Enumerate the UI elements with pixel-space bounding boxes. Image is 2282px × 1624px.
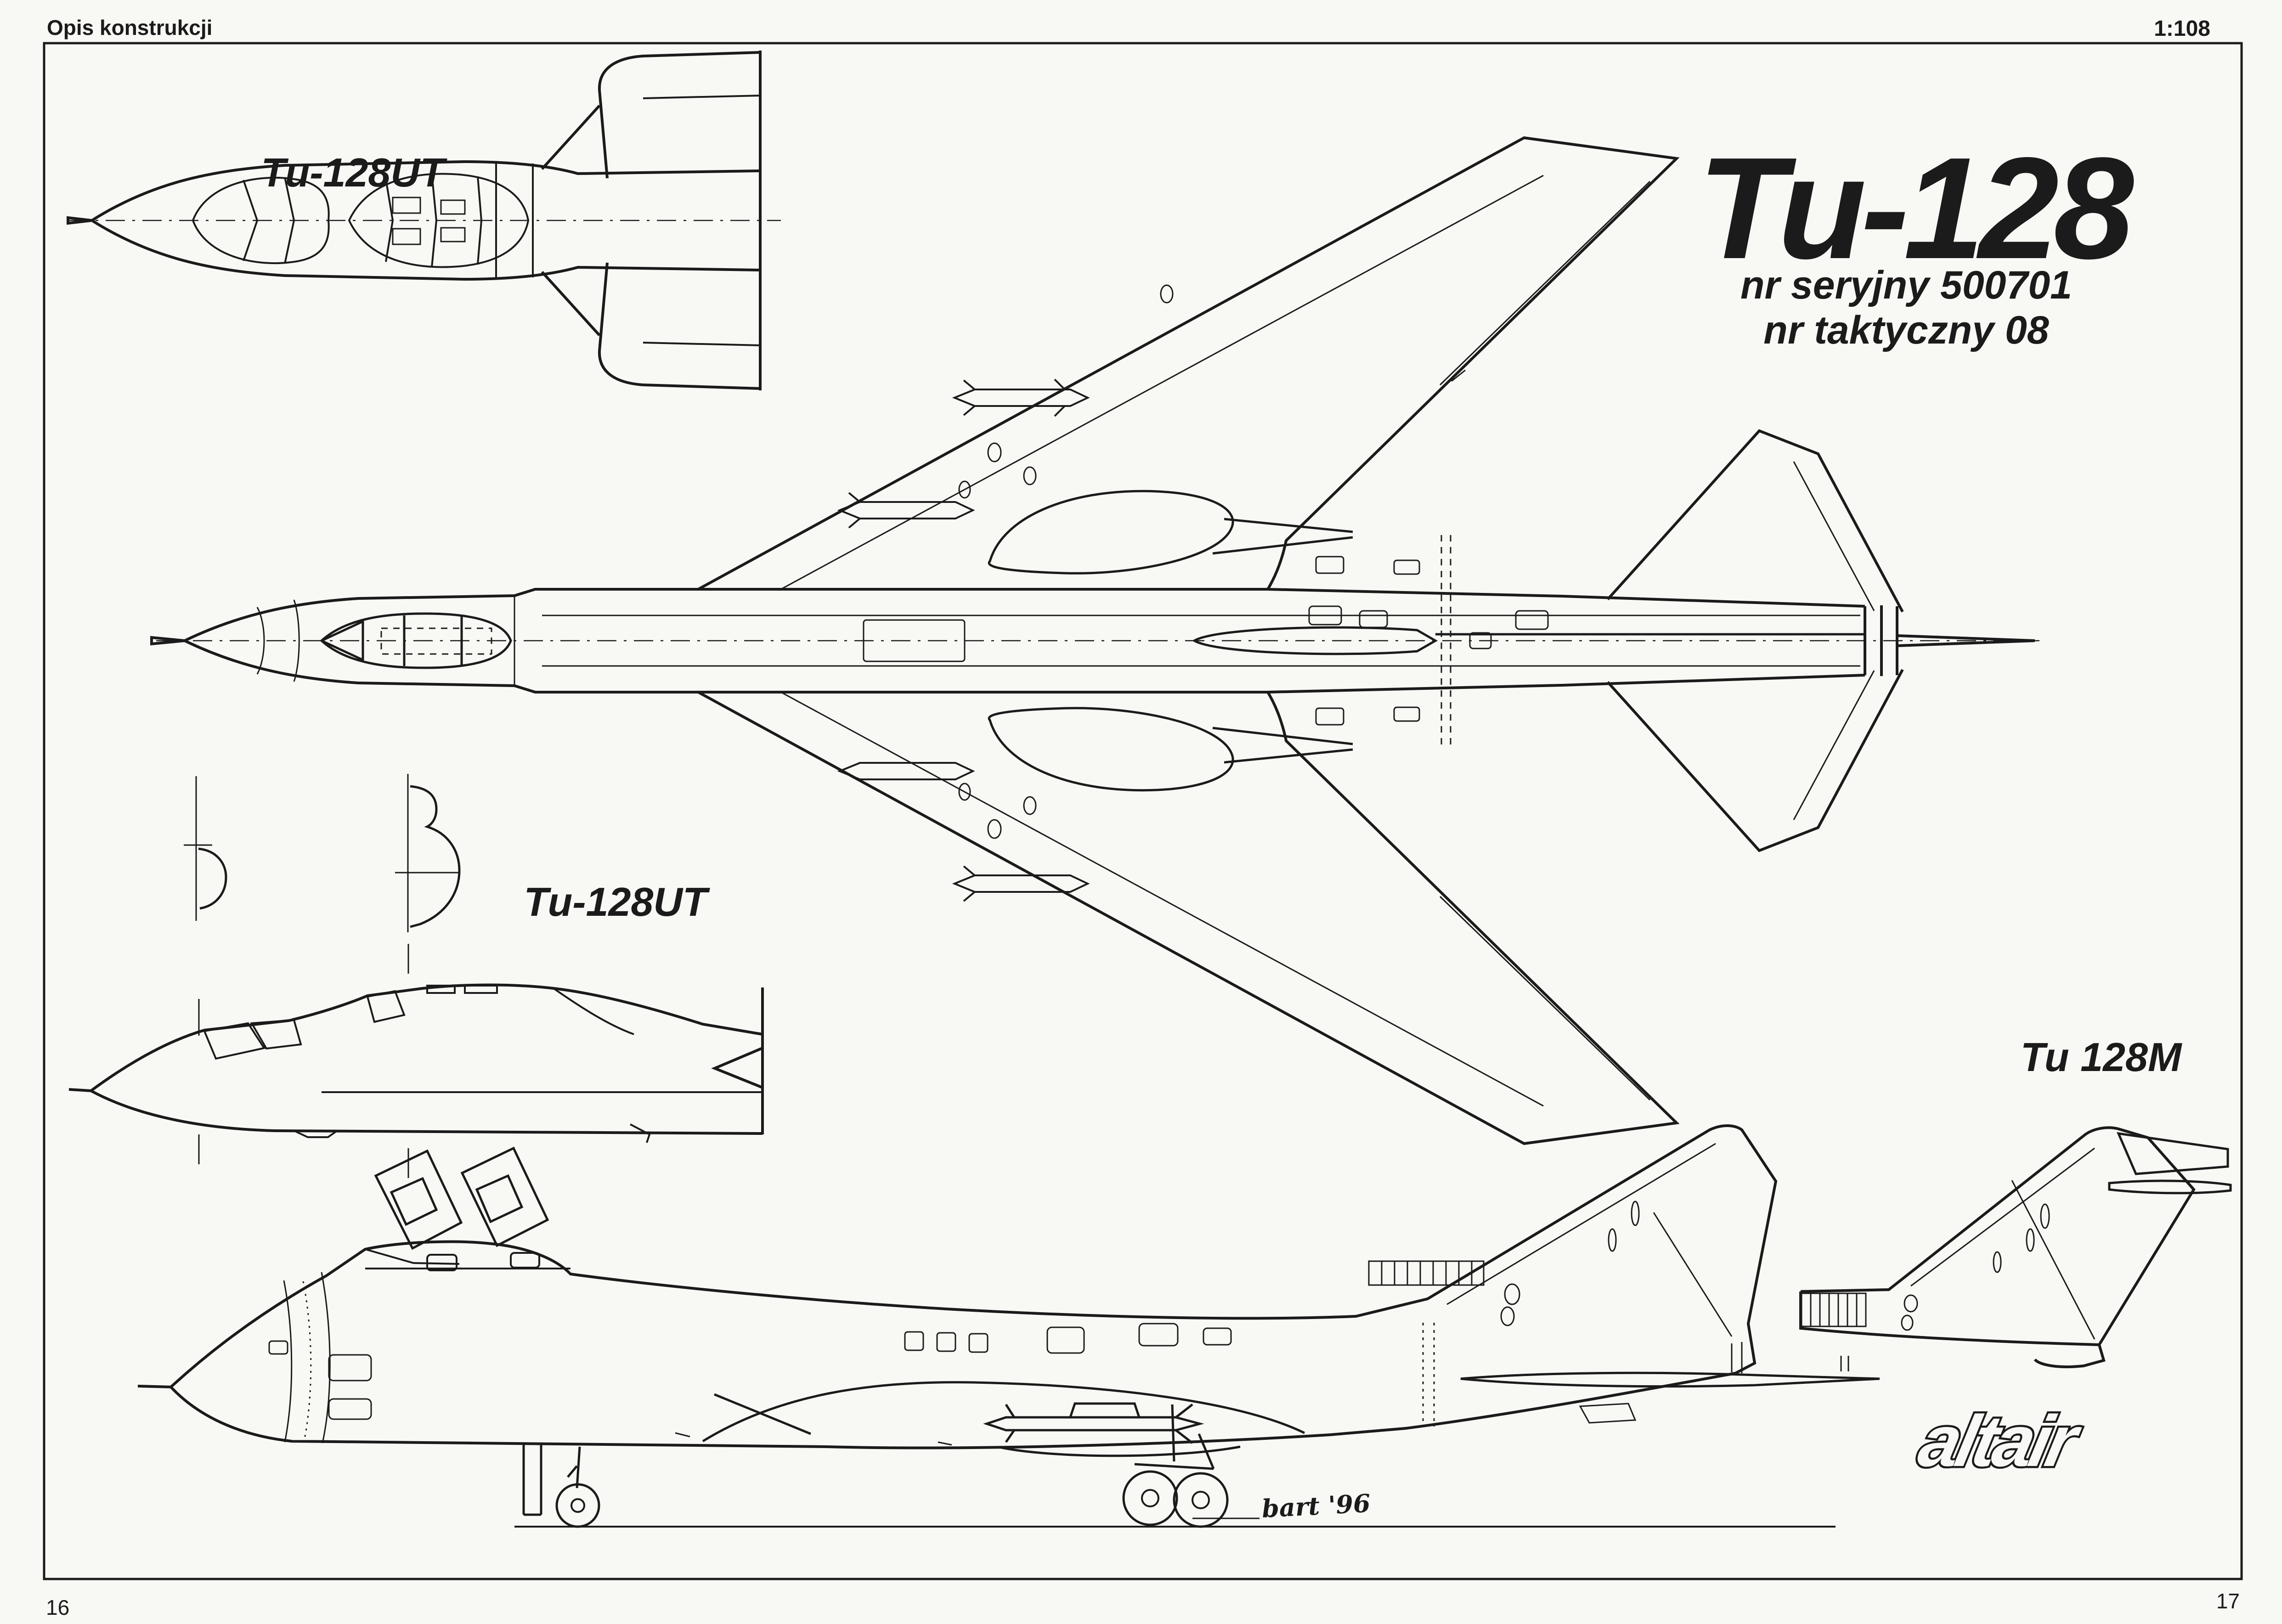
fuselage-cross-sections (184, 774, 461, 1178)
tactical-number-line: nr taktyczny 08 (1763, 308, 2049, 352)
tail-side-view-drawing (1799, 1126, 2232, 1371)
page-title: Opis konstrukcji (47, 16, 212, 39)
label-tail-view: Tu 128M (2021, 1034, 2182, 1080)
main-side-view-drawing (137, 1124, 1880, 1528)
artist-signature: bart '96 (1261, 1489, 1371, 1523)
page-number-right: 17 (2216, 1589, 2240, 1613)
altair-logo: altair (1910, 1398, 2090, 1483)
aircraft-title: Tu-128 (1698, 127, 2135, 289)
serial-number-line: nr seryjny 500701 (1740, 263, 2072, 307)
trainer-top-view-drawing (67, 51, 781, 390)
altair-logo-text: altair (1912, 1400, 2088, 1482)
title-block: Tu-128 nr seryjny 500701 nr taktyczny 08 (1698, 127, 2141, 352)
plan-view-drawing (150, 136, 2039, 1145)
label-trainer-top-view: Tu-128UT (261, 150, 447, 195)
page-border (43, 42, 2243, 1580)
scale-label: 1:108 (2154, 17, 2210, 41)
trainer-side-view-drawing (68, 983, 764, 1143)
page-number-left: 16 (46, 1596, 69, 1619)
label-trainer-side-view: Tu-128UT (524, 879, 710, 925)
